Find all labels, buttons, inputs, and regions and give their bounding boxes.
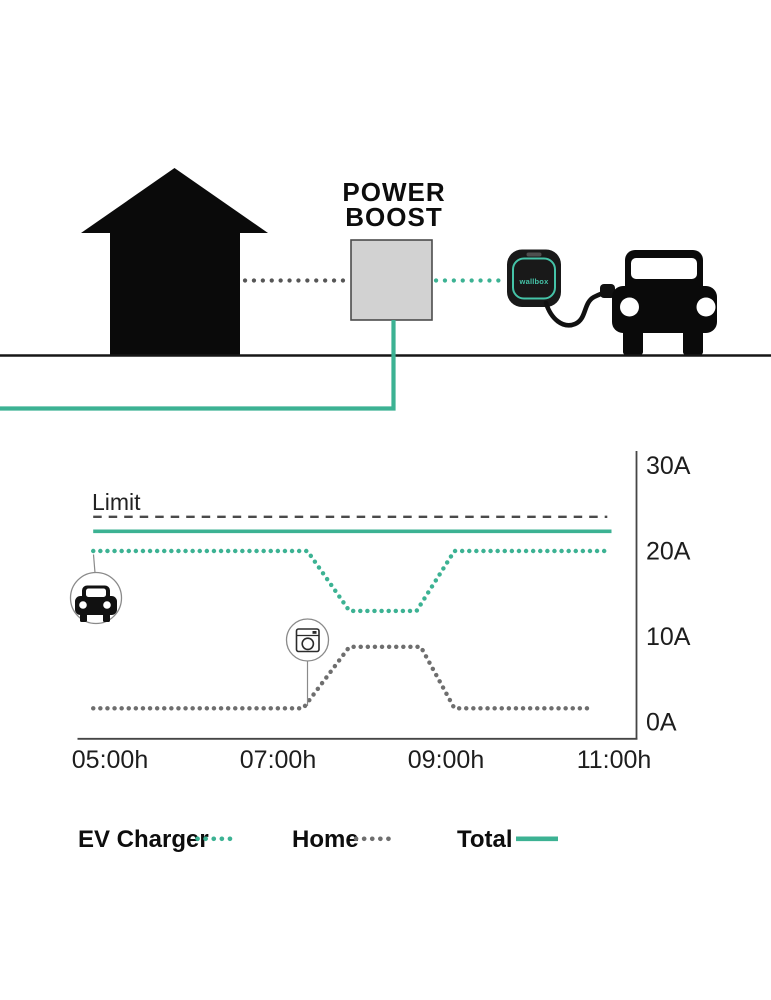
y-axis-tick-label: 20A <box>646 538 691 566</box>
y-axis-tick-label: 30A <box>646 452 691 480</box>
legend-label-ev-charger: EV Charger <box>78 826 209 853</box>
x-axis-tick-label: 05:00h <box>72 746 148 774</box>
diagram-section: POWER BOOST wallbox <box>0 168 771 411</box>
meter-box <box>350 239 433 321</box>
title-line-1: POWER <box>342 177 445 207</box>
power-boost-title: POWER BOOST <box>342 177 445 232</box>
y-axis-tick-label: 0A <box>646 709 677 737</box>
charger-vent <box>526 252 542 257</box>
charging-plug <box>600 284 615 298</box>
washing-machine-icon <box>295 628 320 653</box>
car-headlight-right <box>696 297 716 317</box>
x-axis-tick-label: 11:00h <box>577 746 652 774</box>
x-axis-tick-labels: 05:00h 07:00h 09:00h 11:00h <box>72 746 652 774</box>
house-icon <box>81 168 268 356</box>
car-badge <box>69 554 123 625</box>
charging-cable <box>543 284 615 328</box>
legend-item-total: Total <box>457 826 558 853</box>
washing-machine-badge <box>285 618 330 706</box>
limit-label: Limit <box>92 489 141 515</box>
car-windshield <box>631 258 697 279</box>
legend-item-home: Home <box>292 826 399 853</box>
title-line-2: BOOST <box>345 202 442 232</box>
x-axis-tick-label: 07:00h <box>240 746 316 774</box>
series-ev-charger-line <box>90 548 612 614</box>
car-mini-icon <box>75 585 117 622</box>
y-axis-tick-label: 10A <box>646 623 691 651</box>
charger-brand-label: wallbox <box>519 277 550 286</box>
legend: EV Charger Home Total <box>78 826 558 853</box>
x-axis-tick-label: 09:00h <box>408 746 484 774</box>
chart-section: Limit 30A 20A 10A 0A 05:00h 07:00h 09:00h 11:0… <box>69 451 691 774</box>
car-icon <box>612 250 717 355</box>
series-home-line <box>90 644 596 711</box>
y-axis-tick-labels: 30A 20A 10A 0A <box>646 452 691 737</box>
legend-item-ev-charger: EV Charger <box>78 826 240 853</box>
car-headlight-left <box>620 297 639 317</box>
grid-supply-line <box>0 320 396 411</box>
wallbox-charger-icon: wallbox <box>507 249 561 307</box>
legend-label-total: Total <box>457 826 513 853</box>
legend-label-home: Home <box>292 826 359 853</box>
